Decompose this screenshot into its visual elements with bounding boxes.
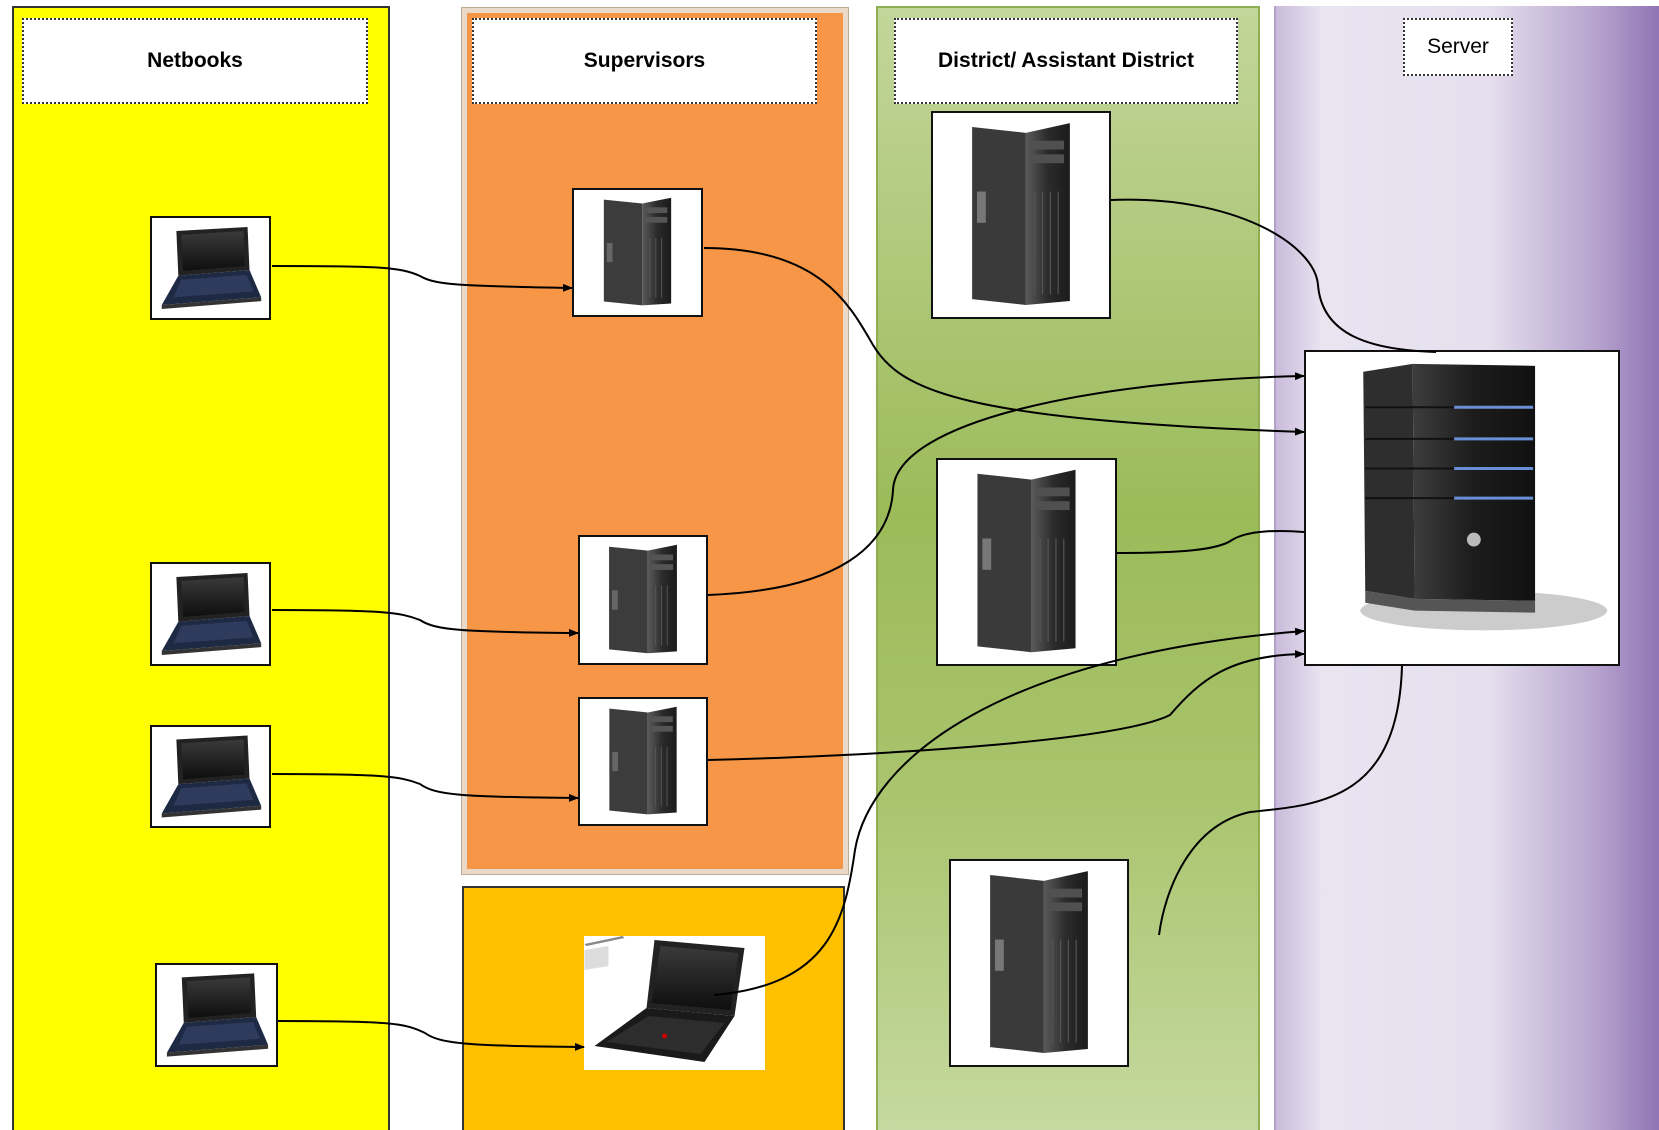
supervisor-desktop-3: [578, 697, 708, 826]
server-icon: [1306, 352, 1618, 664]
netbook-2: [150, 562, 271, 666]
netbook-icon: [152, 218, 269, 318]
supervisor-desktop-2: [578, 535, 708, 665]
district-desktop-1: [931, 111, 1111, 319]
lane-title-netbooks: Netbooks: [22, 18, 368, 104]
desktop-tower-icon: [938, 460, 1115, 664]
laptop-node: [584, 936, 765, 1070]
lane-title-supervisors-text: Supervisors: [583, 49, 706, 72]
lane-title-server-text: Server: [1427, 35, 1489, 58]
lane-title-supervisors: Supervisors: [472, 18, 817, 104]
lane-title-district-text: District/ Assistant District: [938, 49, 1194, 72]
desktop-tower-icon: [580, 537, 706, 663]
laptop-icon: [584, 936, 765, 1070]
netbook-4: [155, 963, 278, 1067]
district-desktop-2: [936, 458, 1117, 666]
desktop-tower-icon: [574, 190, 701, 315]
supervisor-desktop-1: [572, 188, 703, 317]
lane-title-netbooks-text: Netbooks: [147, 49, 243, 72]
desktop-tower-icon: [580, 699, 706, 824]
desktop-tower-icon: [951, 861, 1127, 1065]
netbook-1: [150, 216, 271, 320]
desktop-tower-icon: [933, 113, 1109, 317]
netbook-icon: [152, 564, 269, 664]
district-desktop-3: [949, 859, 1129, 1067]
netbook-icon: [152, 727, 269, 826]
netbook-3: [150, 725, 271, 828]
lane-title-server: Server: [1403, 18, 1513, 76]
lane-title-district: District/ Assistant District: [894, 18, 1238, 104]
netbook-icon: [157, 965, 276, 1065]
server-node: [1304, 350, 1620, 666]
